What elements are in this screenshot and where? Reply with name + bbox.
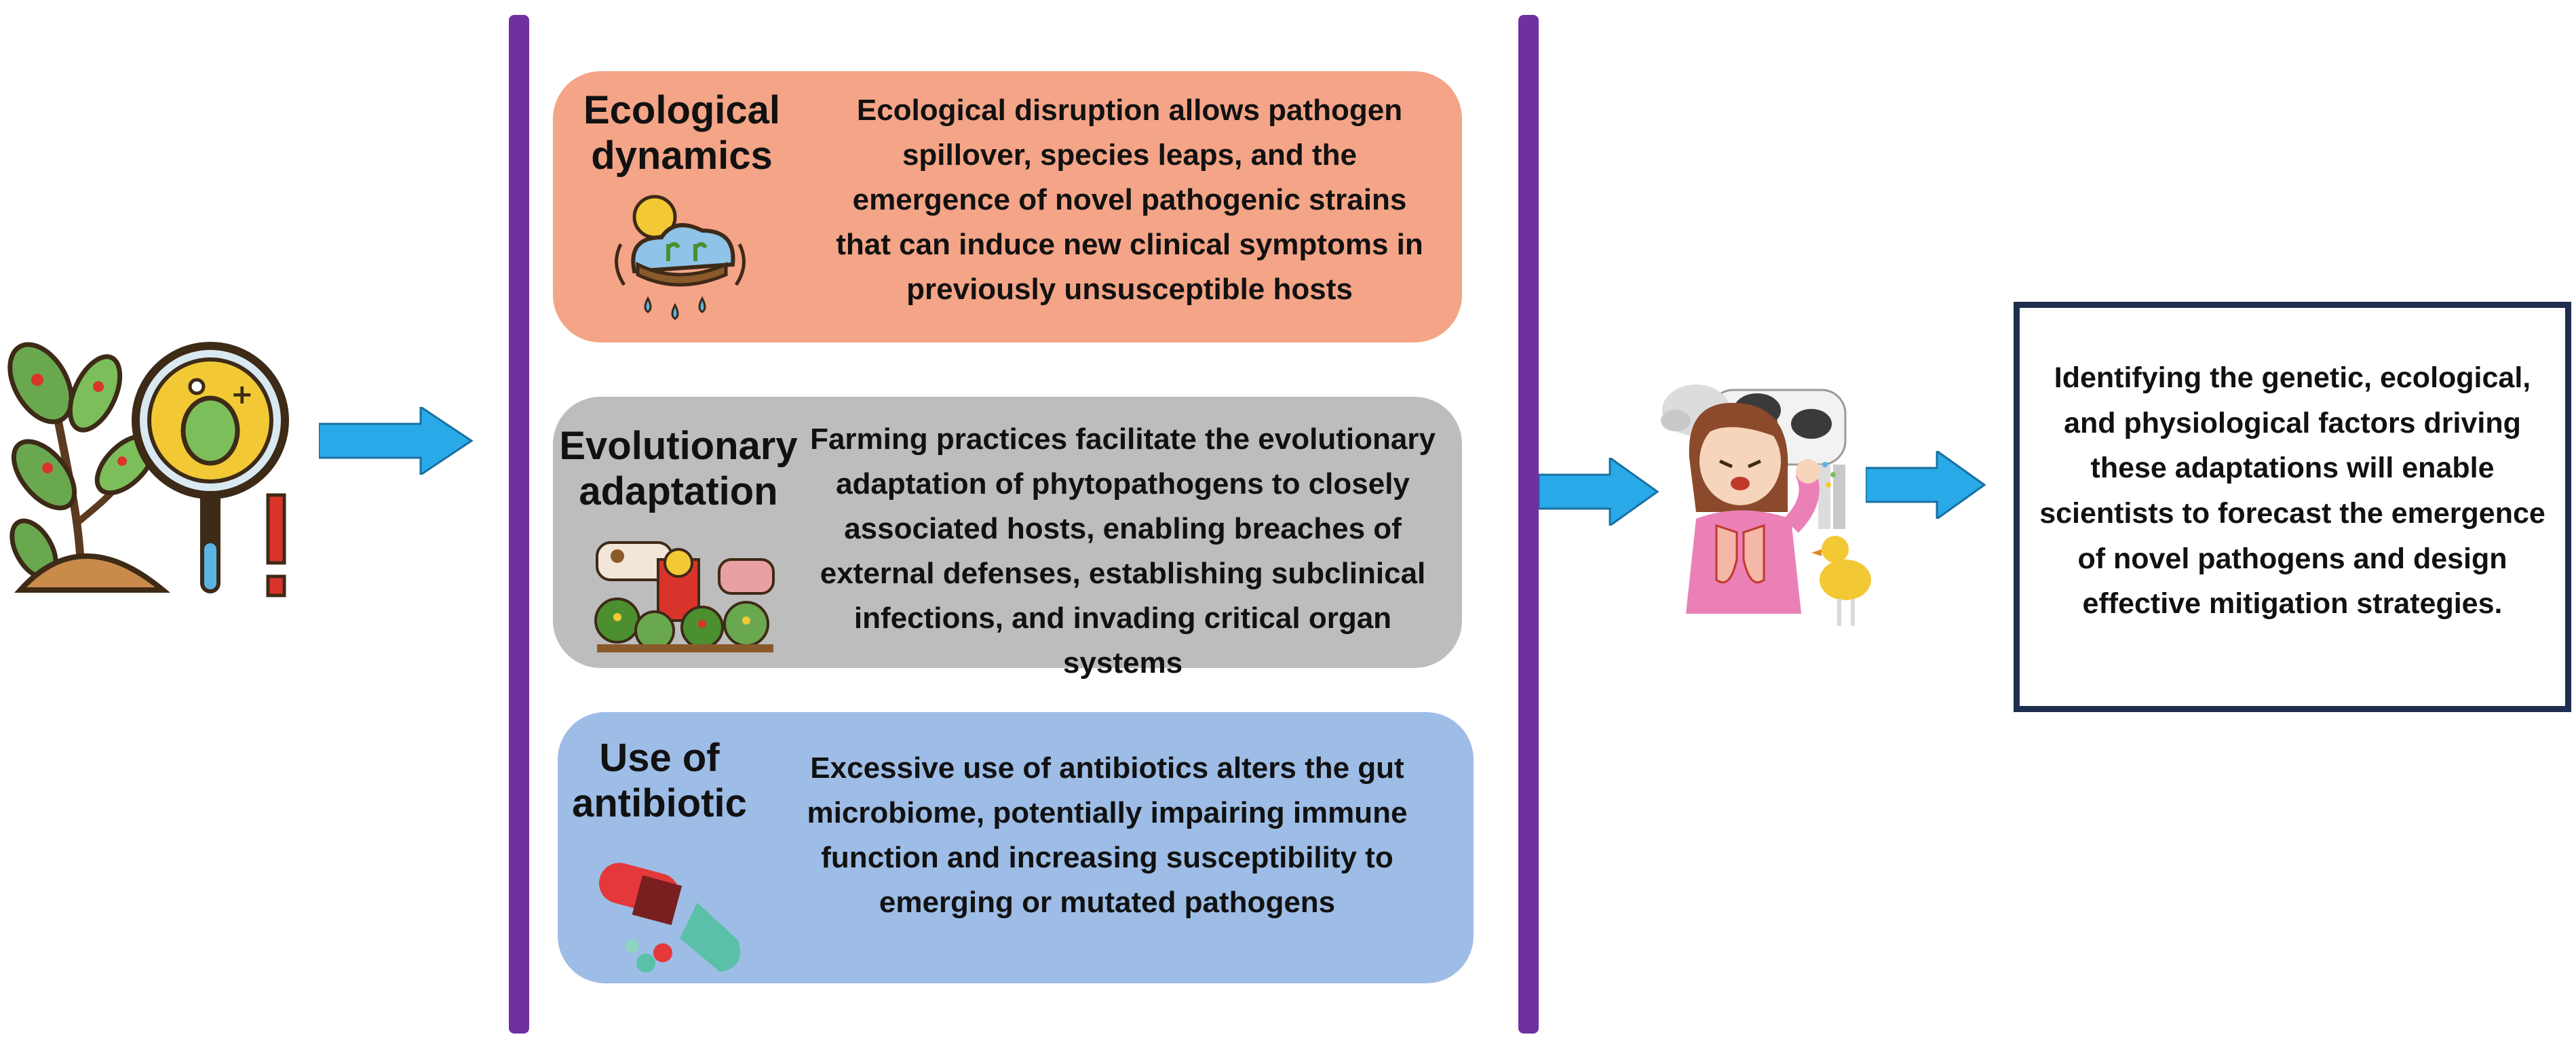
panel-title: Evolutionary adaptation [559, 424, 798, 513]
panel-ecological-dynamics: Ecological dynamics Ecological disruptio… [553, 71, 1462, 342]
zoonotic-host-icon [1655, 356, 1872, 627]
pills-icon [599, 863, 741, 973]
right-divider-bar [1518, 15, 1539, 1034]
panel-evolutionary-adaptation: Evolutionary adaptation Farming practice… [553, 397, 1462, 680]
panel-text: Ecological disruption allows pathogen sp… [836, 94, 1423, 306]
outcome-text: Identifying the genetic, ecological, and… [2039, 361, 2545, 621]
outcome-box: Identifying the genetic, ecological, and… [2014, 302, 2571, 712]
plant-pathogen-magnifier-icon: + [7, 319, 292, 617]
arrow-right-icon [319, 407, 474, 475]
svg-text:+: + [231, 379, 254, 410]
panel-text: Farming practices facilitate the evoluti… [810, 423, 1436, 680]
left-divider-bar [509, 15, 529, 1034]
arrow-right-icon [1866, 451, 1986, 519]
panel-title: Ecological dynamics [583, 88, 781, 178]
farm-icon [594, 541, 775, 652]
panel-use-of-antibiotic: Use of antibiotic Excessive use of antib… [558, 712, 1474, 983]
panel-text: Excessive use of antibiotics alters the … [807, 751, 1408, 919]
panel-title: Use of antibiotic [572, 736, 747, 825]
weather-ecosystem-icon [615, 195, 746, 320]
arrow-right-icon [1539, 458, 1659, 526]
